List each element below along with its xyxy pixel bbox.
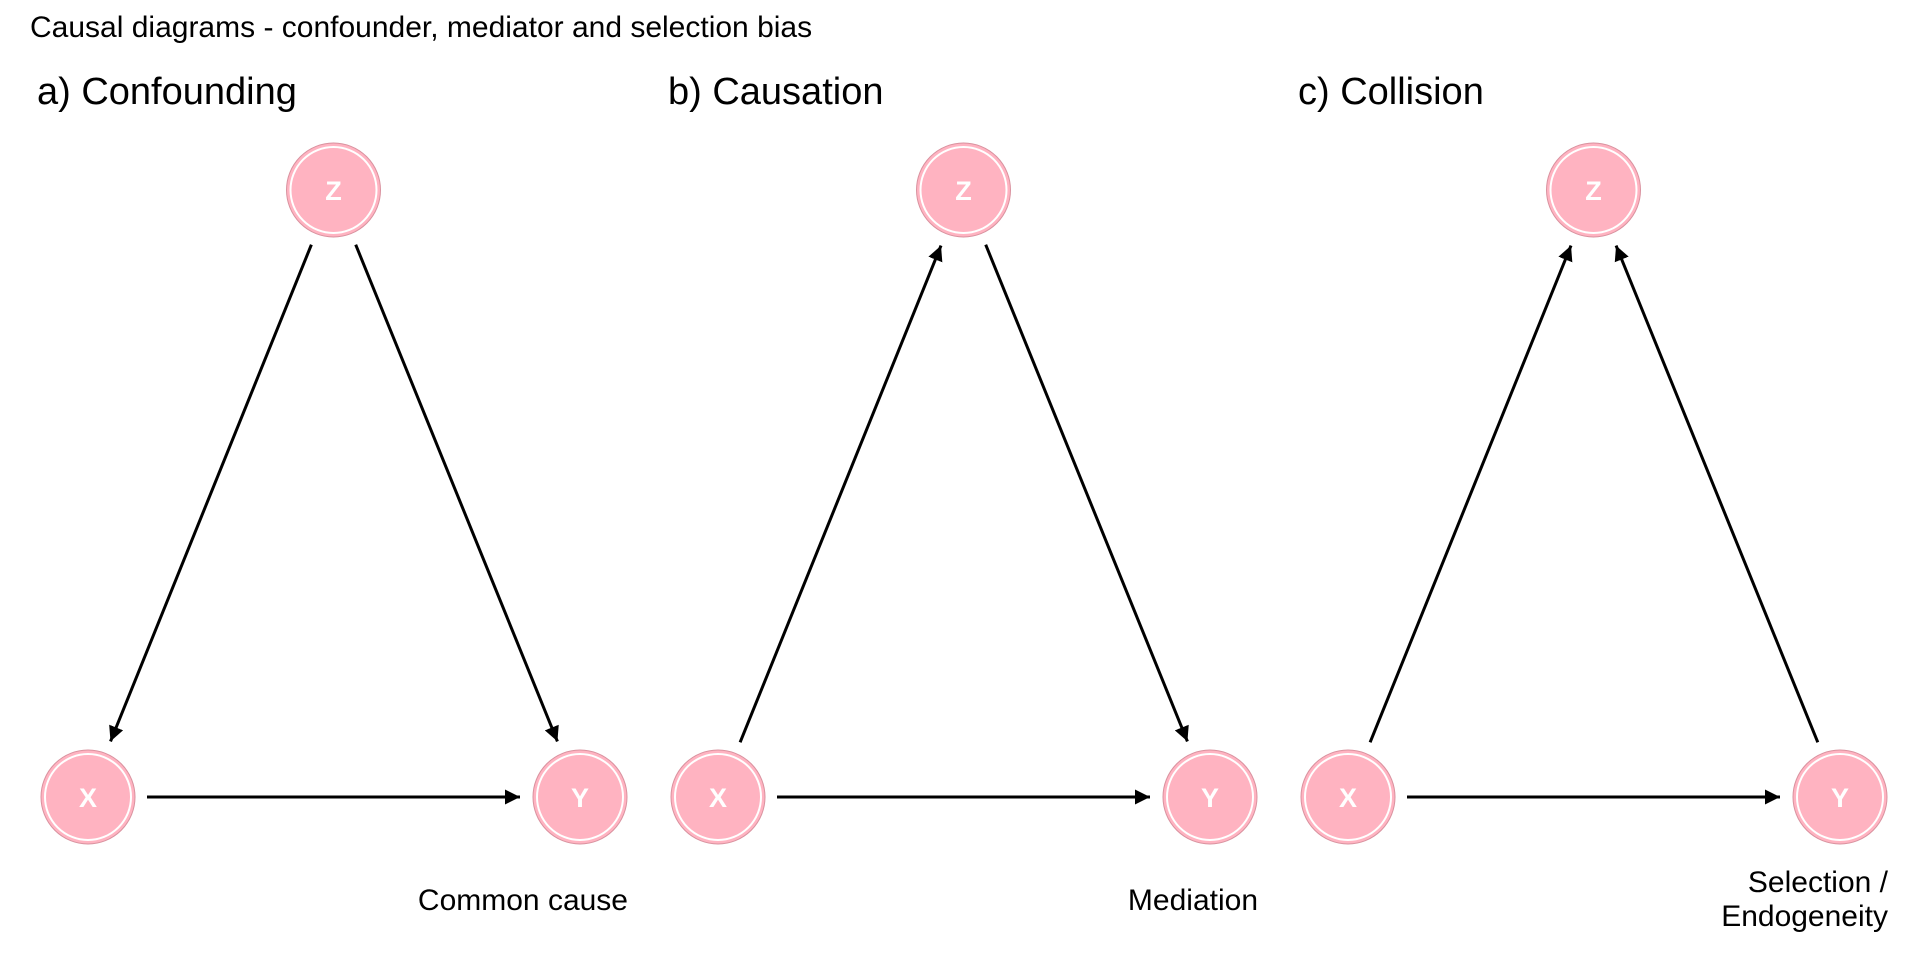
node-label-z: Z (955, 176, 972, 206)
edge-arrow-y-to-z (1614, 245, 1820, 743)
panel-b-title: b) Causation (668, 71, 884, 113)
node-ring (1549, 146, 1638, 234)
node-ring (1166, 753, 1254, 841)
node-label-y: Y (1831, 783, 1849, 813)
node-ring (44, 753, 132, 841)
node-label-y: Y (571, 783, 589, 813)
node-ring (1304, 753, 1392, 841)
node-circle (1792, 749, 1888, 845)
edge-arrow-z-to-y (354, 244, 559, 742)
node-ring (289, 146, 378, 234)
figure-title: Causal diagrams - confounder, mediator a… (30, 11, 813, 44)
panel-c-caption: Selection / Endogeneity (1640, 866, 1888, 934)
node-x: X (40, 749, 136, 845)
node-y: Y (1792, 749, 1888, 845)
panel-c-caption-line-2: Endogeneity (1721, 900, 1888, 933)
node-x: X (670, 749, 766, 845)
node-y: Y (1162, 749, 1258, 845)
panel-c-title: c) Collision (1298, 71, 1484, 113)
node-z: Z (916, 142, 1011, 238)
panel-a-caption: Common cause (417, 884, 628, 917)
node-ring (674, 753, 762, 841)
node-ring (919, 146, 1008, 234)
node-y: Y (532, 749, 628, 845)
node-ring (1796, 753, 1884, 841)
panel-collision: Z X Y (1300, 142, 1888, 845)
edge-arrow-x-to-z (1368, 245, 1573, 743)
node-circle (1300, 749, 1396, 845)
node-circle (670, 749, 766, 845)
node-circle (916, 142, 1011, 238)
node-circle (40, 749, 136, 845)
panel-causation: Z X Y (670, 142, 1258, 845)
node-circle (532, 749, 628, 845)
node-label-z: Z (1585, 176, 1602, 206)
edge-arrow-z-to-x (109, 244, 313, 742)
node-label-x: X (79, 783, 97, 813)
node-label-x: X (709, 783, 727, 813)
panel-b-caption: Mediation (1127, 884, 1258, 917)
edge-arrow-x-to-z (738, 245, 943, 743)
node-label-z: Z (325, 176, 342, 206)
node-z: Z (286, 142, 381, 238)
node-z: Z (1546, 142, 1641, 238)
node-label-x: X (1339, 783, 1357, 813)
node-ring (536, 753, 624, 841)
edge-arrow-z-to-y (984, 244, 1189, 742)
node-x: X (1300, 749, 1396, 845)
panel-confounding: Z X Y (40, 142, 628, 845)
node-circle (286, 142, 381, 238)
node-circle (1546, 142, 1641, 238)
node-circle (1162, 749, 1258, 845)
panel-c-caption-line-1: Selection / (1747, 866, 1888, 899)
node-label-y: Y (1201, 783, 1219, 813)
panel-a-title: a) Confounding (37, 71, 297, 113)
